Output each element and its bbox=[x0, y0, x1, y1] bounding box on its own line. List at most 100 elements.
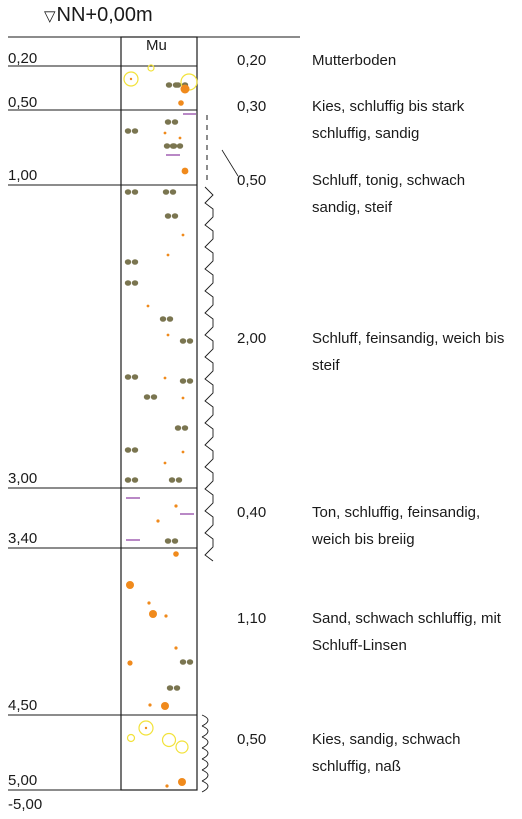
sand-dot bbox=[161, 702, 169, 710]
side-arc-mark bbox=[201, 736, 209, 749]
sand-dot bbox=[163, 131, 167, 135]
side-arc-mark bbox=[201, 758, 209, 771]
sand-dot bbox=[164, 614, 168, 618]
silt-symbol bbox=[181, 425, 189, 431]
silt-symbol bbox=[131, 189, 139, 195]
silt-symbol bbox=[124, 259, 132, 265]
description-2: Kies, schluffig bis stark schluffig, san… bbox=[312, 98, 465, 142]
thickness-4: 2,00 bbox=[237, 330, 267, 347]
silt-symbol bbox=[150, 394, 158, 400]
silt-symbol bbox=[176, 143, 184, 149]
gravel-symbol bbox=[129, 77, 133, 81]
silt-symbol bbox=[131, 128, 139, 134]
sand-dot bbox=[147, 601, 151, 605]
depth-label-6: 4,50 bbox=[8, 697, 38, 714]
depth-label-7: 5,00 bbox=[8, 772, 38, 789]
gravel-symbol bbox=[147, 64, 155, 72]
sand-dot bbox=[156, 519, 160, 523]
silt-symbol bbox=[163, 143, 171, 149]
silt-symbol bbox=[164, 119, 172, 125]
sand-dot bbox=[165, 784, 169, 788]
thickness-7: 0,50 bbox=[237, 731, 267, 748]
silt-symbol bbox=[166, 685, 174, 691]
silt-symbol bbox=[124, 477, 132, 483]
thickness-6: 1,10 bbox=[237, 610, 267, 627]
sand-dot bbox=[181, 396, 185, 400]
sand-dot bbox=[148, 703, 152, 707]
column-outline bbox=[120, 36, 198, 791]
side-arc-mark bbox=[201, 769, 209, 782]
silt-symbol bbox=[131, 280, 139, 286]
silt-symbol bbox=[171, 538, 179, 544]
side-arc-mark bbox=[201, 714, 209, 727]
reference-level-label: NN+0,00m bbox=[56, 4, 153, 26]
thickness-5: 0,40 bbox=[237, 504, 267, 521]
silt-symbol bbox=[143, 394, 151, 400]
silt-symbol bbox=[164, 538, 172, 544]
side-zigzag-mark bbox=[204, 186, 214, 562]
sand-dot bbox=[174, 504, 178, 508]
silt-symbol bbox=[124, 447, 132, 453]
depth-label-2: 0,50 bbox=[8, 94, 38, 111]
sand-dot bbox=[180, 84, 190, 94]
silt-symbol bbox=[131, 447, 139, 453]
silt-symbol bbox=[171, 119, 179, 125]
silt-symbol bbox=[124, 189, 132, 195]
reference-level: ▽NN+0,00m bbox=[44, 2, 153, 30]
sand-dot bbox=[163, 376, 167, 380]
thickness-1: 0,20 bbox=[237, 52, 267, 69]
silt-symbol bbox=[174, 425, 182, 431]
sand-dot bbox=[166, 253, 170, 257]
sand-dot bbox=[178, 136, 182, 140]
silt-symbol bbox=[171, 213, 179, 219]
side-arc-mark bbox=[201, 747, 209, 760]
thickness-3: 0,50 bbox=[237, 172, 267, 189]
depth-label-5: 3,40 bbox=[8, 530, 38, 547]
silt-symbol bbox=[124, 128, 132, 134]
sand-dot bbox=[126, 581, 134, 589]
leader-line bbox=[221, 149, 239, 177]
silt-symbol bbox=[159, 316, 167, 322]
silt-symbol bbox=[168, 477, 176, 483]
thickness-2: 0,30 bbox=[237, 98, 267, 115]
side-arc-mark bbox=[201, 780, 209, 793]
silt-symbol bbox=[175, 477, 183, 483]
sand-dot bbox=[181, 233, 185, 237]
sand-dot bbox=[149, 610, 157, 618]
silt-symbol bbox=[169, 143, 177, 149]
silt-symbol bbox=[131, 477, 139, 483]
sand-dot bbox=[181, 167, 189, 175]
gravel-symbol bbox=[144, 726, 148, 730]
description-6: Sand, schwach schluffig, mit Schluff-Lin… bbox=[312, 610, 501, 654]
silt-symbol bbox=[162, 189, 170, 195]
gravel-symbol bbox=[123, 71, 139, 87]
silt-symbol bbox=[166, 316, 174, 322]
sand-dot bbox=[178, 778, 186, 786]
silt-symbol bbox=[124, 374, 132, 380]
description-4: Schluff, feinsandig, weich bis steif bbox=[312, 330, 505, 374]
depth-label-4: 3,00 bbox=[8, 470, 38, 487]
silt-symbol bbox=[131, 259, 139, 265]
silt-symbol bbox=[179, 659, 187, 665]
silt-symbol bbox=[131, 374, 139, 380]
depth-label-3: 1,00 bbox=[8, 167, 38, 184]
level-triangle-icon: ▽ bbox=[44, 8, 56, 25]
sand-dot bbox=[174, 646, 178, 650]
sand-dot bbox=[163, 461, 167, 465]
soil-code-top: Mu bbox=[146, 37, 167, 54]
bottom-level: -5,00 bbox=[8, 796, 43, 813]
silt-symbol bbox=[169, 189, 177, 195]
side-arc-mark bbox=[201, 725, 209, 738]
silt-symbol bbox=[174, 82, 182, 88]
silt-symbol bbox=[124, 280, 132, 286]
description-3: Schluff, tonig, schwach sandig, steif bbox=[312, 172, 466, 216]
silt-symbol bbox=[173, 685, 181, 691]
sand-dot bbox=[178, 100, 184, 106]
silt-symbol bbox=[186, 378, 194, 384]
silt-symbol bbox=[179, 378, 187, 384]
silt-symbol bbox=[179, 338, 187, 344]
sand-dot bbox=[166, 333, 170, 337]
gravel-symbol bbox=[175, 740, 189, 754]
